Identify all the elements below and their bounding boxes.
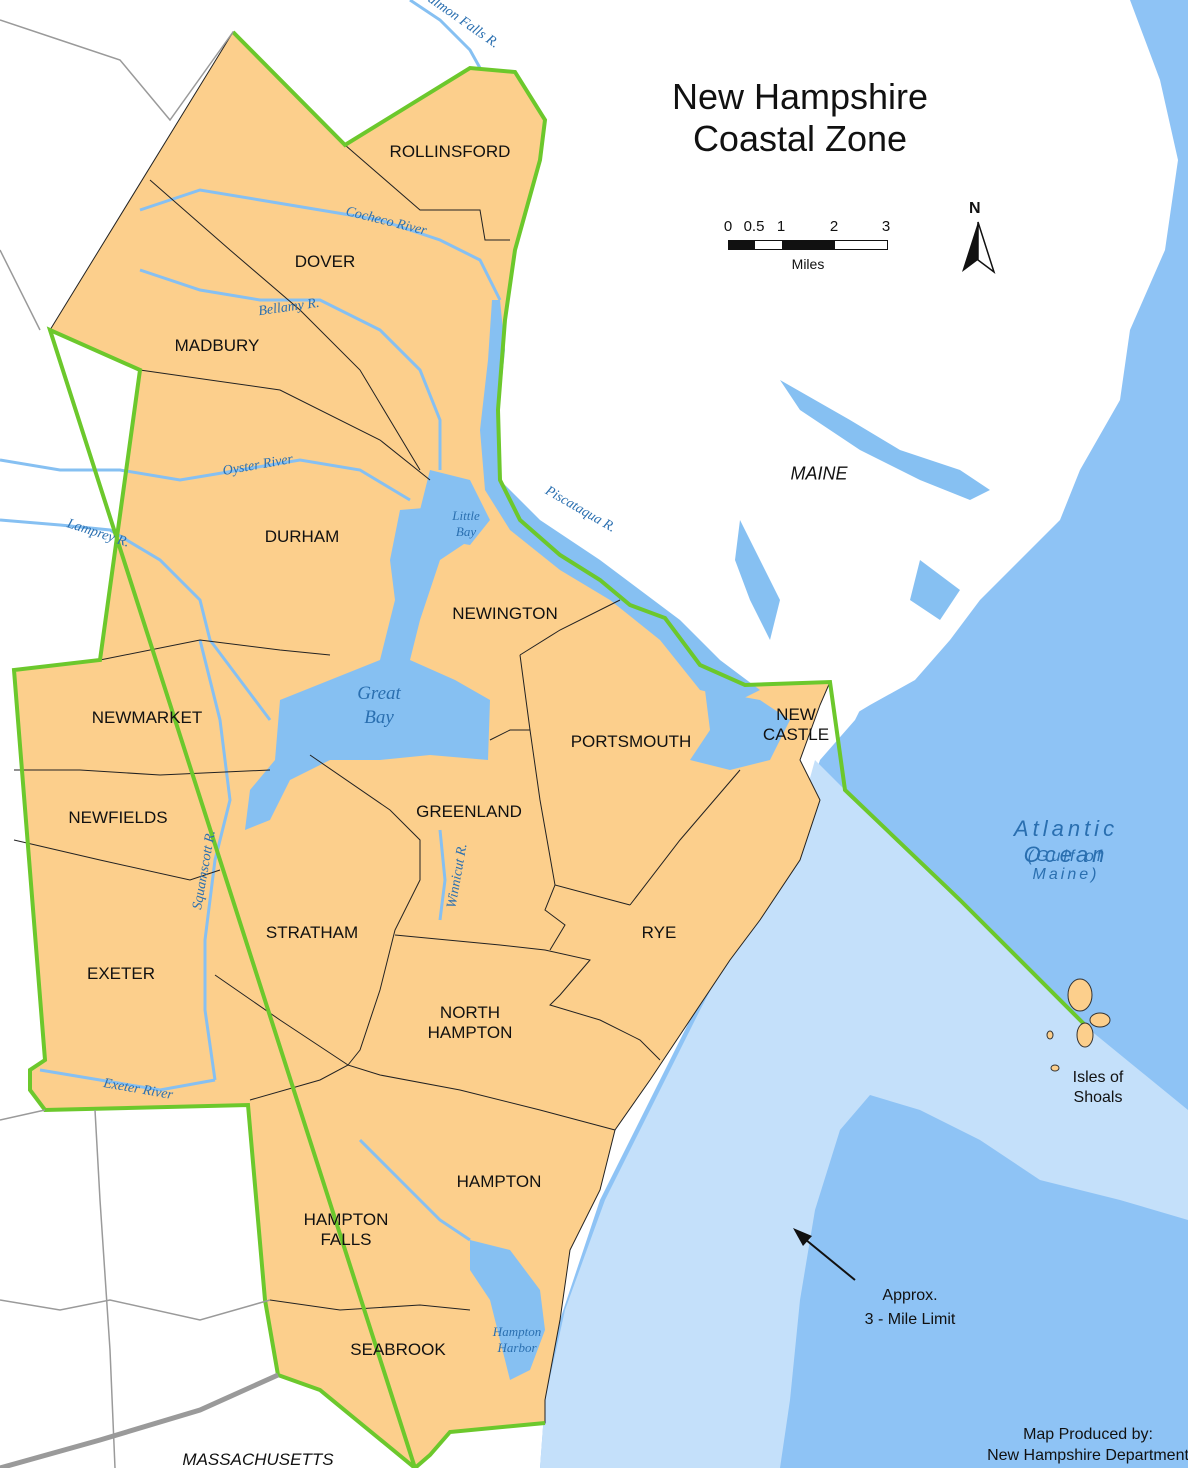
town-label-exeter: EXETER	[86, 964, 156, 983]
county-lines	[0, 19, 271, 1468]
portsmouth-harbor	[690, 690, 790, 770]
north-arrow: N	[958, 200, 998, 280]
ocean-label: Atlantic Ocean	[1013, 816, 1119, 867]
map-title: New Hampshire Coastal Zone	[620, 76, 980, 160]
water-label-little-bay: Little Bay	[452, 508, 480, 539]
scale-tick-1: 1	[776, 218, 786, 235]
town-label-newfields: NEWFIELDS	[68, 808, 168, 827]
scale-seg-1	[729, 241, 755, 249]
town-label-hampton: HAMPTON	[456, 1172, 542, 1191]
town-label-rollinsford: ROLLINSFORD	[389, 142, 511, 161]
coastal-zone-boundary	[11, 30, 1092, 1468]
maine-inlet-2	[735, 520, 780, 640]
three-mile-zone-area	[540, 760, 1188, 1468]
scale-tick-3: 3	[881, 218, 891, 235]
town-label-greenland: GREENLAND	[416, 802, 522, 821]
town-label-durham: DURHAM	[264, 527, 340, 546]
state-label-massachusetts: MASSACHUSETTS	[182, 1450, 334, 1468]
state-border-ma	[0, 1372, 280, 1468]
map-title-line2: Coastal Zone	[692, 118, 908, 159]
state-label-maine: MAINE	[790, 463, 848, 484]
credit-line1: Map Produced by:	[1023, 1426, 1153, 1443]
scale-tick-0: 0	[723, 218, 733, 235]
scale-bar: 0 0.5 1 2 3 Miles	[718, 218, 898, 278]
town-label-dover: DOVER	[294, 252, 356, 271]
town-label-portsmouth: PORTSMOUTH	[570, 732, 692, 751]
town-label-rye: RYE	[641, 923, 677, 942]
town-label-newington: NEWINGTON	[452, 604, 558, 623]
maine-inlet-1	[780, 380, 990, 500]
water-features	[245, 300, 990, 1380]
water-label-great-bay: Great Bay	[357, 683, 401, 728]
town-label-north-hampton: NORTH HAMPTON	[427, 1003, 513, 1042]
town-label-seabrook: SEABROOK	[350, 1340, 446, 1359]
credit-line2: New Hampshire Department	[987, 1447, 1188, 1464]
hampton-harbor	[470, 1240, 545, 1380]
town-label-stratham: STRATHAM	[265, 923, 359, 942]
town-label-new-castle: NEW CASTLE	[762, 705, 830, 744]
isles-of-shoals-label: Isles of Shoals	[1072, 1069, 1124, 1106]
map-credit: Map Produced by: New Hampshire Departmen…	[958, 1424, 1188, 1466]
scale-tick-2: 2	[829, 218, 839, 235]
town-label-madbury: MADBURY	[174, 336, 260, 355]
rivers	[0, 0, 502, 1242]
north-arrow-icon	[962, 221, 996, 275]
three-mile-arrow-icon	[793, 1228, 856, 1281]
great-bay-water	[245, 505, 490, 830]
isles-of-shoals-islands	[1046, 978, 1111, 1072]
scale-tick-0-5: 0.5	[743, 218, 765, 235]
ocean-sublabel: (Gulf of Maine)	[1027, 848, 1105, 883]
north-letter: N	[969, 200, 981, 217]
scale-bar-graphic	[728, 240, 888, 250]
water-label-hampton-harbor: Hampton Harbor	[492, 1324, 542, 1355]
scale-unit: Miles	[791, 256, 825, 272]
town-label-hampton-falls: HAMPTON FALLS	[303, 1210, 389, 1249]
maine-inlet-3	[910, 560, 960, 620]
map-title-line1: New Hampshire	[671, 76, 929, 117]
town-label-newmarket: NEWMARKET	[91, 708, 203, 727]
three-mile-limit-label: Approx. 3 - Mile Limit	[864, 1287, 956, 1328]
little-bay-water	[420, 470, 490, 545]
scale-seg-2	[782, 241, 835, 249]
town-boundaries	[13, 144, 741, 1311]
maine-land	[495, 0, 1178, 720]
